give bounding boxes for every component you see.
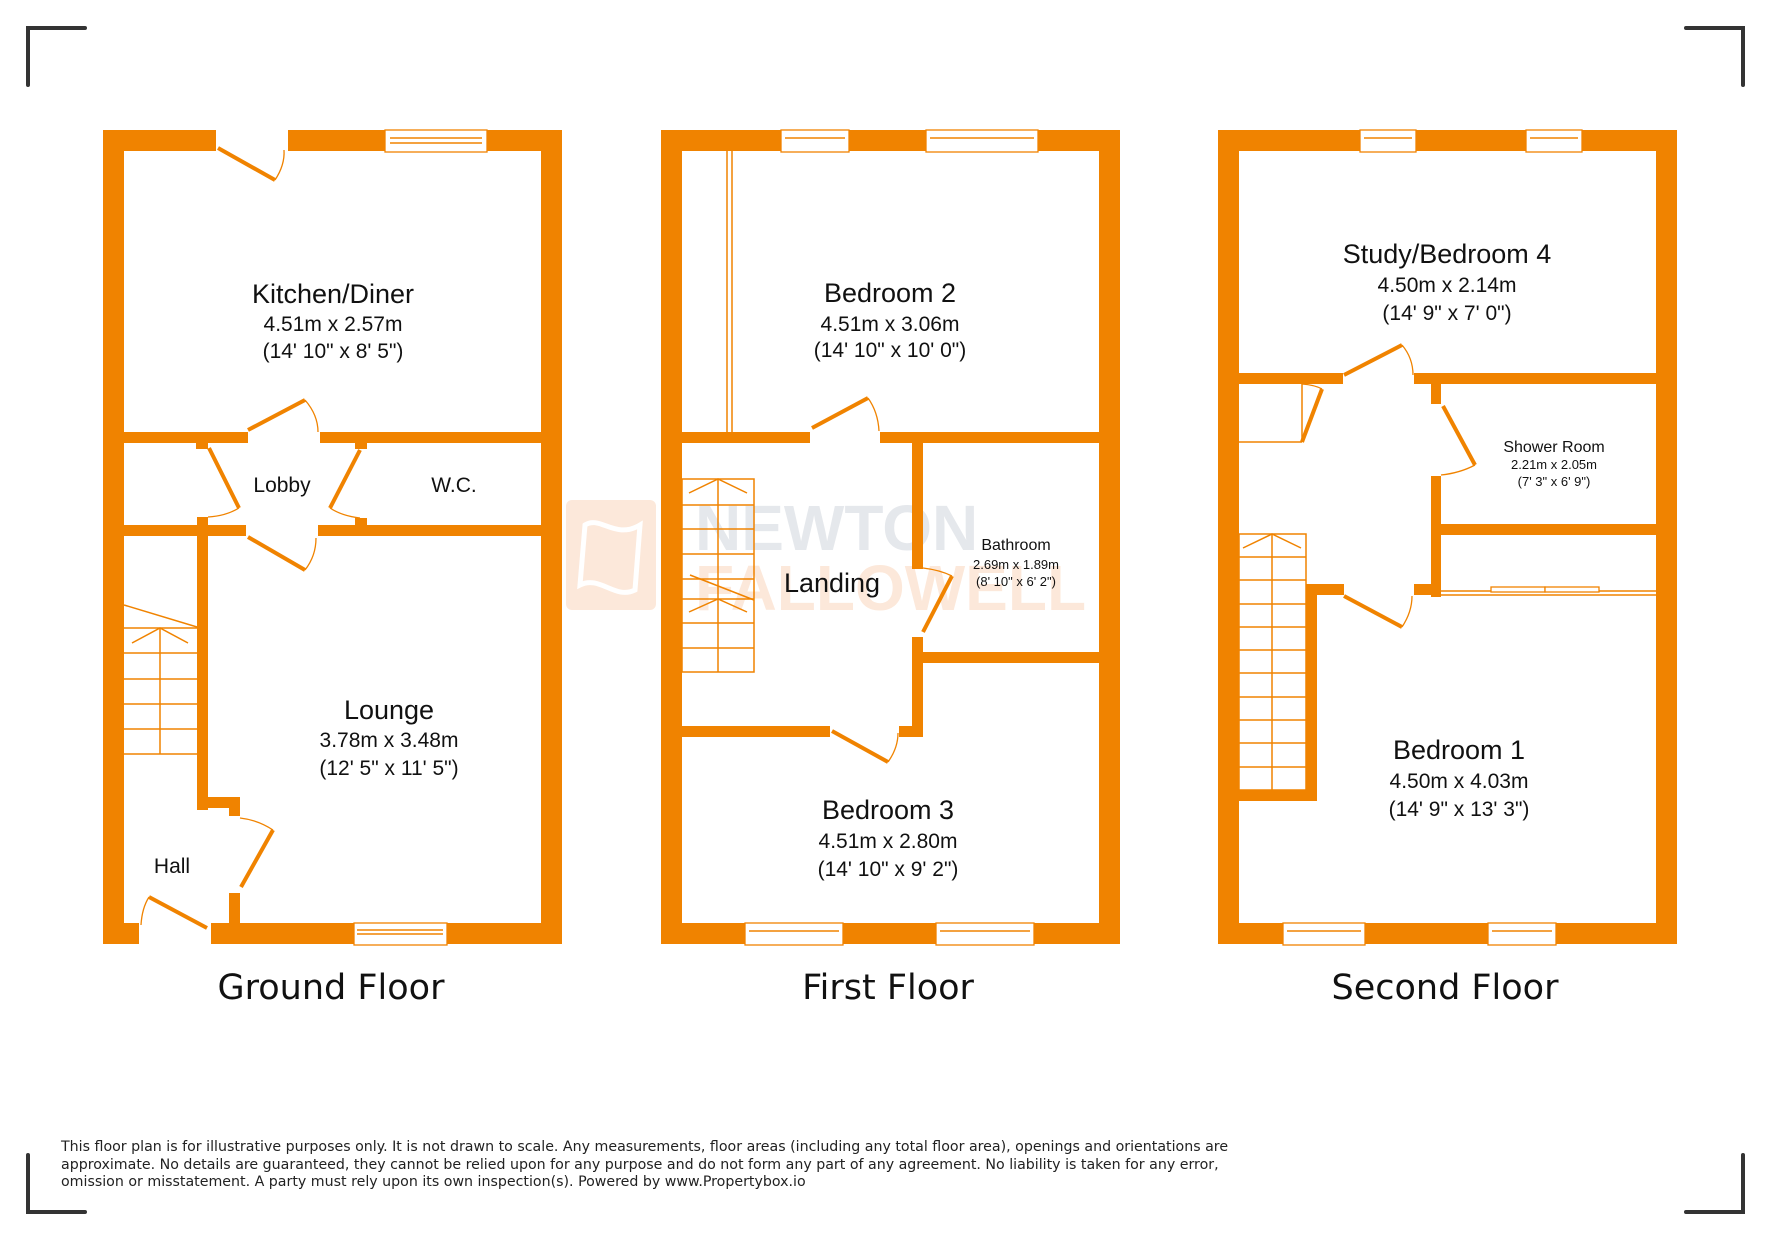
room-imperial: (14' 10" x 8' 5") [263,340,404,363]
disclaimer-line-1: This floor plan is for illustrative purp… [61,1139,1229,1155]
disclaimer-line-3: omission or misstatement. A party must r… [61,1174,806,1190]
room-metric: 2.69m x 1.89m [973,557,1059,572]
ground-floor-plan [103,129,562,946]
stairs [1238,533,1307,791]
room-lobby: Lobby [253,474,311,497]
room-bedroom-3: Bedroom 3 4.51m x 2.80m (14' 10" x 9' 2"… [818,795,959,881]
room-metric: 4.51m x 2.80m [819,830,958,853]
floor-label-second: Second Floor [1331,968,1559,1008]
room-metric: 2.21m x 2.05m [1511,457,1597,472]
stairs [123,604,198,755]
room-bathroom: Bathroom 2.69m x 1.89m (8' 10" x 6' 2") [973,537,1059,589]
room-name: Kitchen/Diner [252,279,414,309]
room-name: Bathroom [981,537,1050,554]
first-floor-plan [661,129,1120,946]
flag-logo-icon [566,500,656,610]
room-bedroom-1: Bedroom 1 4.50m x 4.03m (14' 9" x 13' 3"… [1389,735,1530,821]
room-shower-room: Shower Room 2.21m x 2.05m (7' 3" x 6' 9"… [1503,439,1604,489]
room-metric: 4.50m x 2.14m [1378,274,1517,297]
room-metric: 4.51m x 2.57m [264,313,403,336]
corner-marks [26,26,1745,1214]
room-name: Landing [784,568,880,598]
second-floor-plan [1218,129,1677,946]
watermark: NEWTON FALLOWELL [566,492,1086,624]
room-name: W.C. [431,474,477,497]
room-metric: 4.51m x 3.06m [821,313,960,336]
room-imperial: (14' 10" x 9' 2") [818,858,959,881]
watermark-line2: FALLOWELL [695,552,1086,624]
disclaimer-line-2: approximate. No details are guaranteed, … [61,1156,1219,1173]
disclaimer: This floor plan is for illustrative purp… [61,1139,1261,1192]
room-study-bedroom-4: Study/Bedroom 4 4.50m x 2.14m (14' 9" x … [1343,239,1552,325]
watermark-line1: NEWTON [695,492,978,564]
room-name: Bedroom 1 [1393,735,1525,765]
room-imperial: (12' 5" x 11' 5") [319,757,458,780]
room-metric: 3.78m x 3.48m [320,729,459,752]
room-imperial: (7' 3" x 6' 9") [1518,474,1591,489]
room-name: Lobby [253,474,311,497]
room-bedroom-2: Bedroom 2 4.51m x 3.06m (14' 10" x 10' 0… [814,278,967,362]
room-name: Lounge [344,695,434,725]
room-name: Bedroom 2 [824,278,956,308]
room-hall: Hall [154,855,190,878]
room-landing: Landing [784,568,880,598]
room-metric: 4.50m x 4.03m [1390,770,1529,793]
room-lounge: Lounge 3.78m x 3.48m (12' 5" x 11' 5") [319,695,458,780]
room-kitchen-diner: Kitchen/Diner 4.51m x 2.57m (14' 10" x 8… [252,279,414,363]
room-name: Shower Room [1503,439,1604,456]
room-imperial: (14' 9" x 7' 0") [1382,302,1511,325]
room-name: Bedroom 3 [822,795,954,825]
room-imperial: (14' 9" x 13' 3") [1389,798,1530,821]
room-name: Study/Bedroom 4 [1343,239,1552,269]
stairs [681,478,755,673]
room-wc: W.C. [431,474,477,497]
floor-label-ground: Ground Floor [218,968,446,1008]
room-imperial: (14' 10" x 10' 0") [814,339,967,362]
floor-label-first: First Floor [802,968,974,1008]
room-name: Hall [154,855,190,878]
room-imperial: (8' 10" x 6' 2") [976,574,1056,589]
